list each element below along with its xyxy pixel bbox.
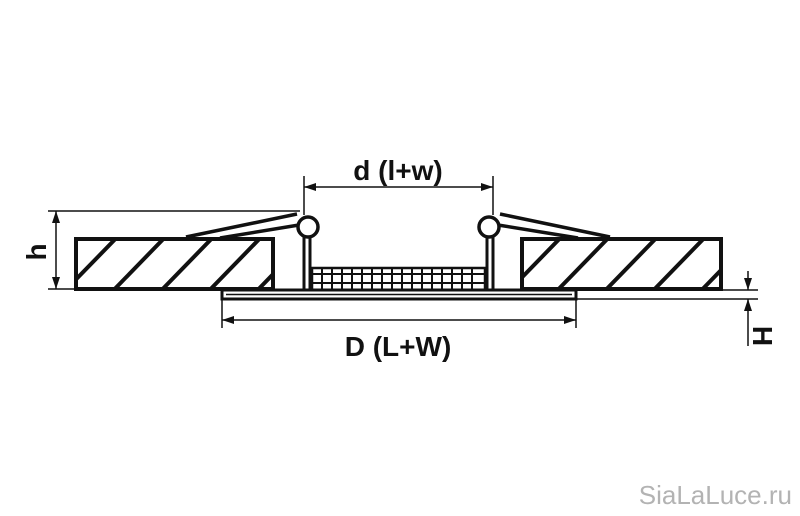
dimension-height-large-label: H (747, 326, 778, 346)
ceiling-panel-left (74, 237, 275, 291)
dimension-opening-label: d (l+w) (353, 155, 442, 186)
dimension-outer (221, 300, 577, 328)
trim-flange (220, 288, 578, 301)
dimension-opening (303, 176, 494, 215)
fixture-body (302, 237, 495, 292)
dimension-outer-label: D (L+W) (345, 331, 452, 362)
dimension-height-small (48, 210, 300, 290)
dimension-height-small-label: h (21, 243, 52, 260)
ceiling-panel-right (520, 237, 723, 291)
spring-clip-right (477, 212, 611, 240)
watermark: SiaLaLuce.ru (639, 480, 792, 510)
spring-clip-left (185, 212, 320, 240)
dimension-height-large (576, 271, 758, 346)
